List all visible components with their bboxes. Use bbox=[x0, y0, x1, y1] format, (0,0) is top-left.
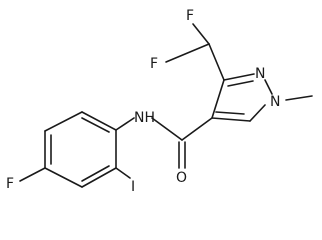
bond-ar1-ar2 bbox=[81, 111, 117, 131]
atom-label-fluorine-1: F bbox=[186, 8, 194, 24]
bond-ar1-ar2-inner bbox=[81, 117, 110, 133]
bond-ar6-i bbox=[115, 167, 131, 179]
bond-ar2-ar3 bbox=[44, 111, 83, 132]
atom-label-nitrogen-methyl: N bbox=[270, 94, 280, 110]
atom-label-amide-nh: NH bbox=[134, 110, 155, 126]
atom-label-oxygen: O bbox=[176, 170, 187, 186]
bonds bbox=[19, 23, 313, 188]
bond-c3-n2-inner bbox=[227, 80, 254, 87]
bond-n2-n1 bbox=[264, 79, 273, 95]
bond-chf2-c3 bbox=[208, 43, 225, 81]
atom-label-iodine: I bbox=[131, 179, 135, 195]
bond-f2-chf2 bbox=[165, 43, 210, 63]
bond-c5-c4-inner bbox=[215, 111, 245, 115]
bond-c5-c4-double bbox=[211, 117, 251, 122]
atom-label-fluorine-ring: F bbox=[6, 176, 14, 192]
bond-n1-methyl bbox=[285, 95, 313, 101]
bond-ar5-ar6 bbox=[81, 167, 117, 188]
bond-c4-carbonyl bbox=[181, 117, 213, 141]
bond-ar4-f bbox=[19, 167, 46, 182]
bond-c3-n2-double bbox=[223, 73, 255, 81]
atom-label-fluorine-2: F bbox=[150, 56, 158, 72]
molecule-structure: F F N N NH O F I bbox=[6, 8, 313, 195]
bond-carbonyl-nh bbox=[151, 117, 183, 141]
atom-labels: F F N N NH O F I bbox=[6, 8, 280, 195]
bond-ar5-ar6-inner bbox=[81, 165, 110, 182]
bond-c4-c3 bbox=[211, 79, 225, 119]
bond-ar4-ar5 bbox=[44, 167, 83, 188]
bond-f1-chf2 bbox=[192, 23, 210, 45]
atom-label-nitrogen-ring: N bbox=[255, 66, 265, 82]
bond-n1-c5 bbox=[249, 104, 266, 122]
bond-nh-aryl bbox=[115, 117, 135, 131]
